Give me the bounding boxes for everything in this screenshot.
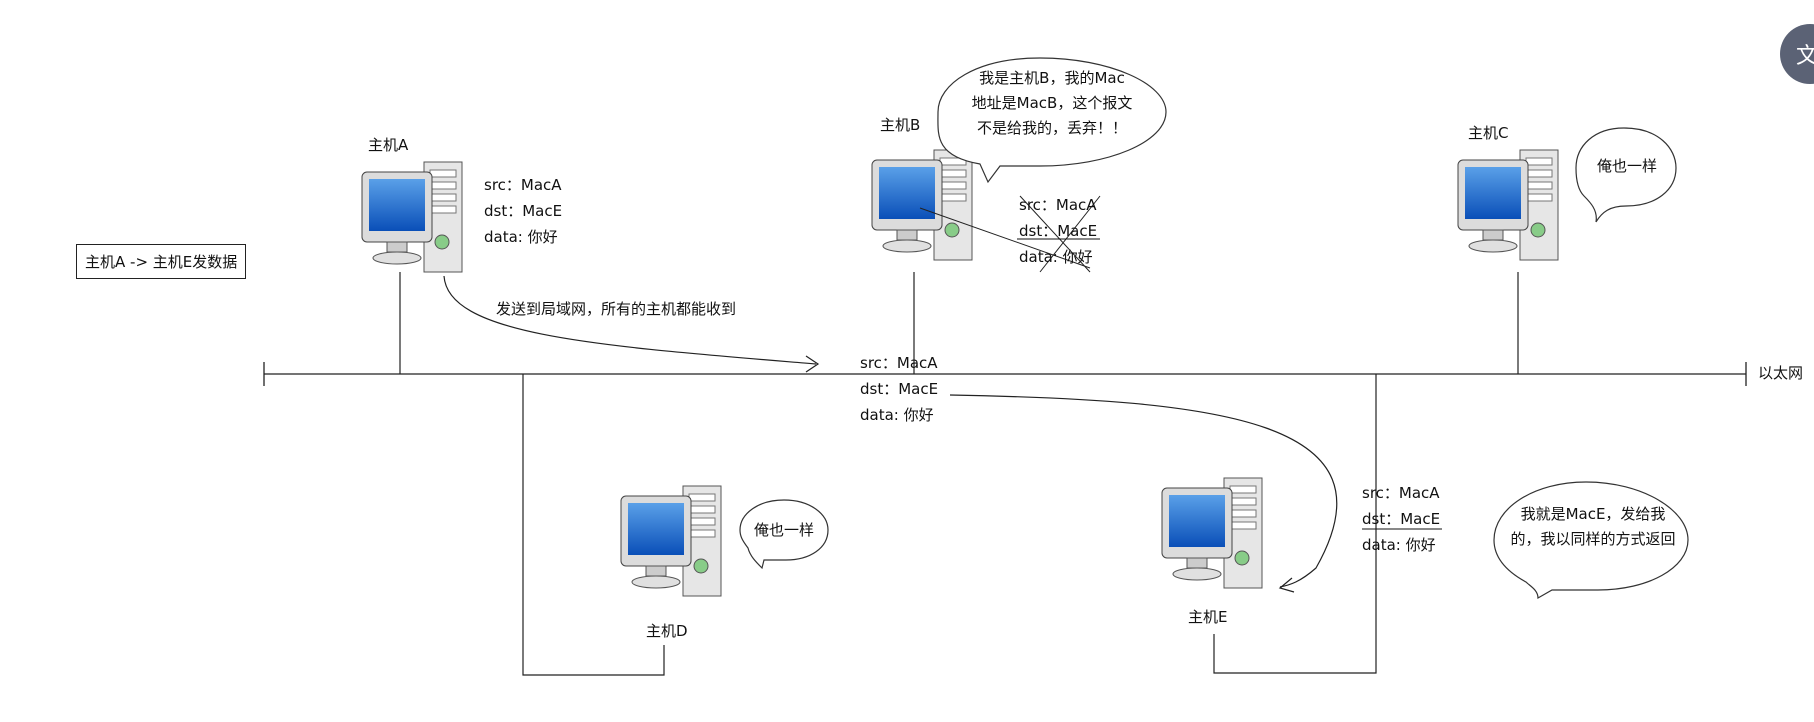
host-b-label: 主机B [880,116,921,134]
packet-data: data: 你好 [1019,248,1093,266]
host-connection-lines [399,272,1519,676]
bubble-host-d: 俺也一样 [753,521,814,539]
speech-bubbles [739,57,1689,600]
translate-icon: 文 [1796,44,1814,69]
bubble-host-c: 俺也一样 [1596,157,1657,175]
host-e-label: 主机E [1188,608,1228,626]
host-d-label: 主机D [646,622,688,640]
packet-host-a: src：MacA dst：MacE data: 你好 [484,172,562,250]
packet-src: src：MacA [1362,484,1440,502]
bubble-line: 不是给我的，丢弃！！ [976,119,1127,137]
packet-on-bus: src：MacA dst：MacE data: 你好 [860,350,938,428]
bubble-line: 地址是MacB，这个报文 [971,94,1133,112]
host-a-label: 主机A [368,136,409,154]
computer-icon [1457,149,1559,261]
packet-dst: dst：MacE [484,202,563,220]
packet-src: src：MacA [484,176,562,194]
computer-icon [361,161,463,273]
computer-icon [620,485,722,597]
discard-cross [919,195,1101,273]
bubble-line: 的，我以同样的方式返回 [1510,530,1676,548]
dst-underlines [1017,238,1442,530]
bubble-host-b: 我是主机B，我的Mac 地址是MacB，这个报文 不是给我的，丢弃！！ [946,66,1158,141]
ethernet-label: 以太网 [1758,364,1804,382]
packet-host-e: src：MacA dst：MacE data: 你好 [1362,480,1440,558]
packet-dst: dst：MacE [1019,222,1098,240]
packet-src: src：MacA [860,354,938,372]
host-c-label: 主机C [1468,124,1509,142]
packet-data: data: 你好 [484,228,558,246]
ethernet-bus [263,362,1747,386]
broadcast-note: 发送到局域网，所有的主机都能收到 [496,300,737,318]
packet-dst: dst：MacE [1362,510,1441,528]
bubble-line: 我就是MacE，发给我 [1520,505,1666,523]
packet-data: data: 你好 [860,406,934,424]
packet-dst: dst：MacE [860,380,939,398]
computer-icon [1161,477,1263,589]
bubble-line: 我是主机B，我的Mac [979,69,1125,87]
title-box: 主机A -> 主机E发数据 [76,244,247,279]
transmission-arrows [443,275,1338,593]
packet-host-b: src：MacA dst：MacE data: 你好 [1019,192,1097,270]
bubble-host-e: 我就是MacE，发给我 的，我以同样的方式返回 [1500,502,1686,552]
packet-src: src：MacA [1019,196,1097,214]
computer-icon [871,149,973,261]
packet-data: data: 你好 [1362,536,1436,554]
